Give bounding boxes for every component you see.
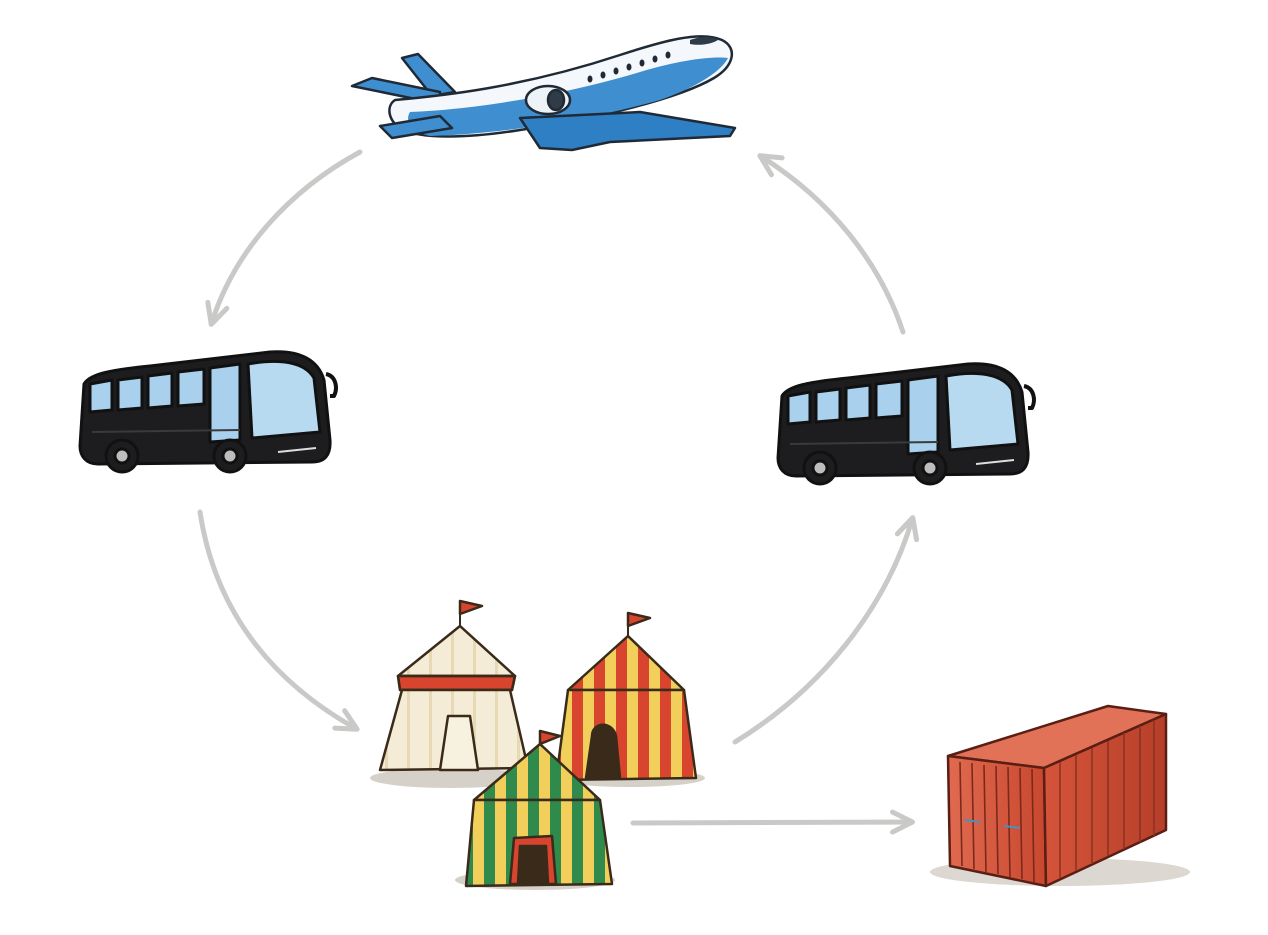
arrow-right-bus-to-airplane [757,153,906,335]
circus-tents [370,599,705,890]
bus-left [78,350,338,474]
shipping-container-icon [946,704,1168,888]
bus-icon [78,350,338,466]
bus-icon [776,362,1036,478]
arrow-left-bus-to-tents [197,509,360,732]
circus-tent-icon [554,611,698,782]
circus-tent-icon [378,599,530,772]
arrow-airplane-to-left-bus [205,149,363,327]
flow-arrows [197,149,920,835]
arrow-tents-to-right-bus [732,515,920,745]
airplane-icon [350,35,737,152]
shipping-container [930,704,1190,888]
arrow-tents-to-container [630,809,915,835]
bus-right [776,362,1036,486]
circus-tent-icon [464,729,614,888]
